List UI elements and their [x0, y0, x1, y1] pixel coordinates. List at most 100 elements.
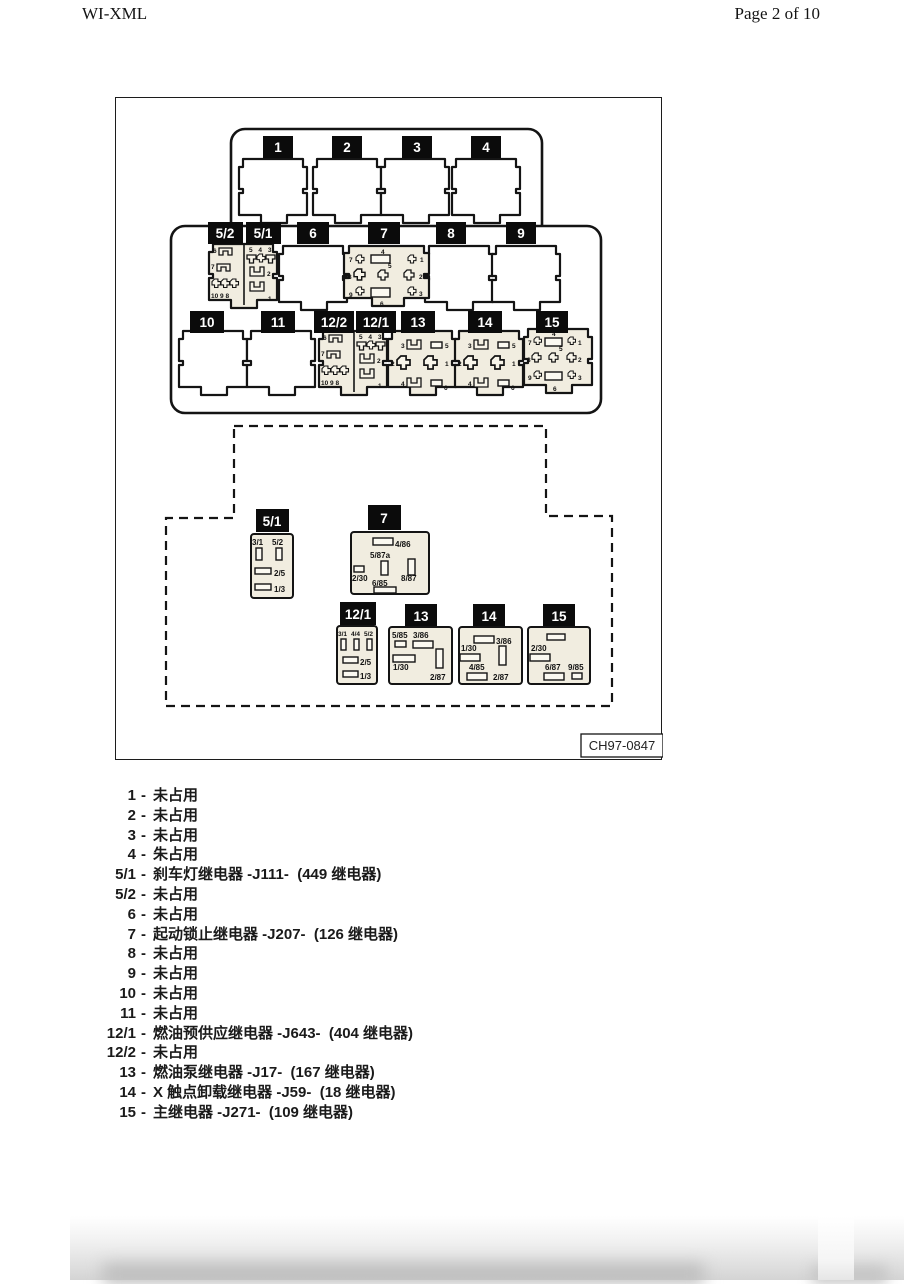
page-number: Page 2 of 10 — [734, 4, 820, 23]
legend-separator: - — [141, 826, 146, 844]
slot-label-13: 13 — [410, 315, 426, 330]
pin-label: 4/4 — [351, 631, 360, 638]
pin-label: 5 — [445, 343, 449, 350]
slot-labels: 1 2 3 4 5/2 5/1 6 7 8 9 10 11 12/2 12/1 … — [190, 136, 568, 333]
doc-title: WI-XML — [82, 4, 148, 23]
socket-9 — [490, 244, 562, 312]
pin-label: 3/86 — [413, 631, 429, 640]
legend-separator: - — [141, 925, 146, 943]
slot-label-5-1: 5/1 — [254, 226, 273, 241]
slot-label-6: 6 — [309, 226, 317, 241]
legend-number: 6 — [127, 905, 136, 923]
slot-label-14: 14 — [477, 315, 493, 330]
legend-number: 2 — [127, 806, 136, 824]
slot-label-1: 1 — [274, 140, 282, 155]
pin-label: 4 — [381, 249, 385, 256]
pin-label: 7 — [528, 340, 532, 347]
pin-label: 4 — [552, 331, 556, 338]
legend-separator: - — [141, 984, 146, 1002]
legend-description: 燃油预供应继电器 -J643- (404 继电器) — [153, 1024, 414, 1042]
blur-blob — [103, 1264, 704, 1284]
pin-label: 3 — [419, 291, 423, 298]
pin-label: 1 — [420, 257, 424, 264]
legend-description: 主继电器 -J271- (109 继电器) — [153, 1103, 354, 1121]
pin-label: 3 — [578, 375, 582, 382]
pin-label: 1 — [578, 340, 582, 347]
slot-label-12-2: 12/2 — [321, 315, 347, 330]
pin-label: 6 — [213, 248, 217, 255]
pin-label: 2/87 — [430, 673, 446, 682]
socket-8 — [423, 244, 495, 312]
page-header: WI-XML Page 2 of 10 — [0, 2, 904, 26]
pin-label: 2/30 — [531, 644, 547, 653]
legend-description: 未占用 — [153, 905, 199, 923]
legend-separator: - — [141, 905, 146, 923]
dual-relay-socket-5: 6 7 10 9 8 5 4 3 2 1 — [207, 242, 279, 310]
pin-label: 4/85 — [469, 663, 485, 672]
pin-label: 5/85 — [392, 631, 408, 640]
legend-separator: - — [141, 885, 146, 903]
pin-label: 8 — [527, 357, 531, 364]
legend-row: 7-起动锁止继电器 -J207- (126 继电器) — [88, 925, 648, 945]
diagram-frame: 6 7 10 9 8 5 4 3 2 1 7 4 1 8 5 2 9 6 — [115, 97, 663, 760]
relay-detail-13: 13 5/85 3/86 1/30 2/87 — [388, 604, 453, 685]
slot-label-7: 7 — [380, 226, 388, 241]
pin-label: 8/87 — [401, 574, 417, 583]
legend-description: 未占用 — [153, 1044, 199, 1062]
socket-2 — [311, 157, 383, 225]
pin-label: 1/3 — [274, 585, 286, 594]
figure-code-box — [580, 733, 663, 758]
legend-row: 9-未占用 — [88, 964, 648, 984]
legend-row: 5/1-刹车灯继电器 -J111- (449 继电器) — [88, 865, 648, 885]
pin-label: 3/1 — [338, 631, 347, 638]
slot-label-4: 4 — [482, 140, 490, 155]
socket-13: 3 5 2 1 4 6 — [386, 329, 458, 397]
pin-label: 1 — [268, 296, 272, 303]
legend-separator: - — [141, 1083, 146, 1101]
figure-code: CH97-0847 — [589, 738, 656, 753]
legend-separator: - — [141, 1103, 146, 1121]
pin-label: 10 9 8 — [211, 293, 229, 300]
pin-label: 6/85 — [372, 579, 388, 588]
legend-number: 11 — [120, 1004, 136, 1022]
legend-row: 2-未占用 — [88, 806, 648, 826]
slot-label-8: 8 — [447, 226, 455, 241]
pin-label: 2 — [391, 361, 395, 368]
legend-description: 未占用 — [153, 885, 199, 903]
legend-separator: - — [141, 1004, 146, 1022]
legend-description: 未占用 — [153, 787, 199, 804]
pin-label: 3 — [401, 343, 405, 350]
legend-description: 刹车灯继电器 -J111- (449 继电器) — [153, 866, 382, 884]
slot-label-5-2: 5/2 — [216, 226, 235, 241]
legend-row: 1-未占用 — [88, 786, 648, 806]
socket-7: 7 4 1 8 5 2 9 6 3 — [342, 244, 431, 308]
bottom-blur-band — [70, 1216, 904, 1284]
detail-label-14: 14 — [481, 609, 497, 624]
pin-label: 3/86 — [496, 637, 512, 646]
slot-label-12-1: 12/1 — [363, 315, 390, 330]
legend-number: 7 — [127, 925, 136, 943]
legend-separator: - — [141, 866, 146, 884]
relay-detail-14: 14 3/86 1/30 4/85 2/87 — [458, 604, 523, 685]
slot-label-11: 11 — [271, 315, 286, 330]
socket-15: 7 4 1 8 5 2 9 6 3 — [522, 327, 594, 395]
pin-label: 4 — [401, 381, 405, 388]
socket-1 — [237, 157, 309, 225]
pin-label: 5/87a — [370, 551, 391, 560]
legend-row: 3-未占用 — [88, 826, 648, 846]
legend-description: 起动锁止继电器 -J207- (126 继电器) — [153, 925, 399, 943]
pin-label: 5/2 — [364, 631, 373, 638]
legend-number: 5/2 — [115, 885, 136, 903]
legend-separator: - — [141, 965, 146, 983]
legend-description: 朱占用 — [153, 846, 199, 864]
legend-row: 8-未占用 — [88, 944, 648, 964]
legend-description: 未占用 — [153, 965, 199, 983]
pin-label: 1/3 — [360, 672, 372, 681]
relay-detail-12-1: 12/1 3/1 4/4 5/2 2/5 1/3 — [336, 602, 378, 685]
legend-row: 13-燃油泵继电器 -J17- (167 继电器) — [88, 1063, 648, 1083]
pin-label: 2 — [578, 357, 582, 364]
slot-label-10: 10 — [199, 315, 214, 330]
relay-detail-5-1: 5/1 3/1 5/2 2/5 1/3 — [250, 509, 294, 599]
legend-number: 5/1 — [115, 866, 136, 884]
